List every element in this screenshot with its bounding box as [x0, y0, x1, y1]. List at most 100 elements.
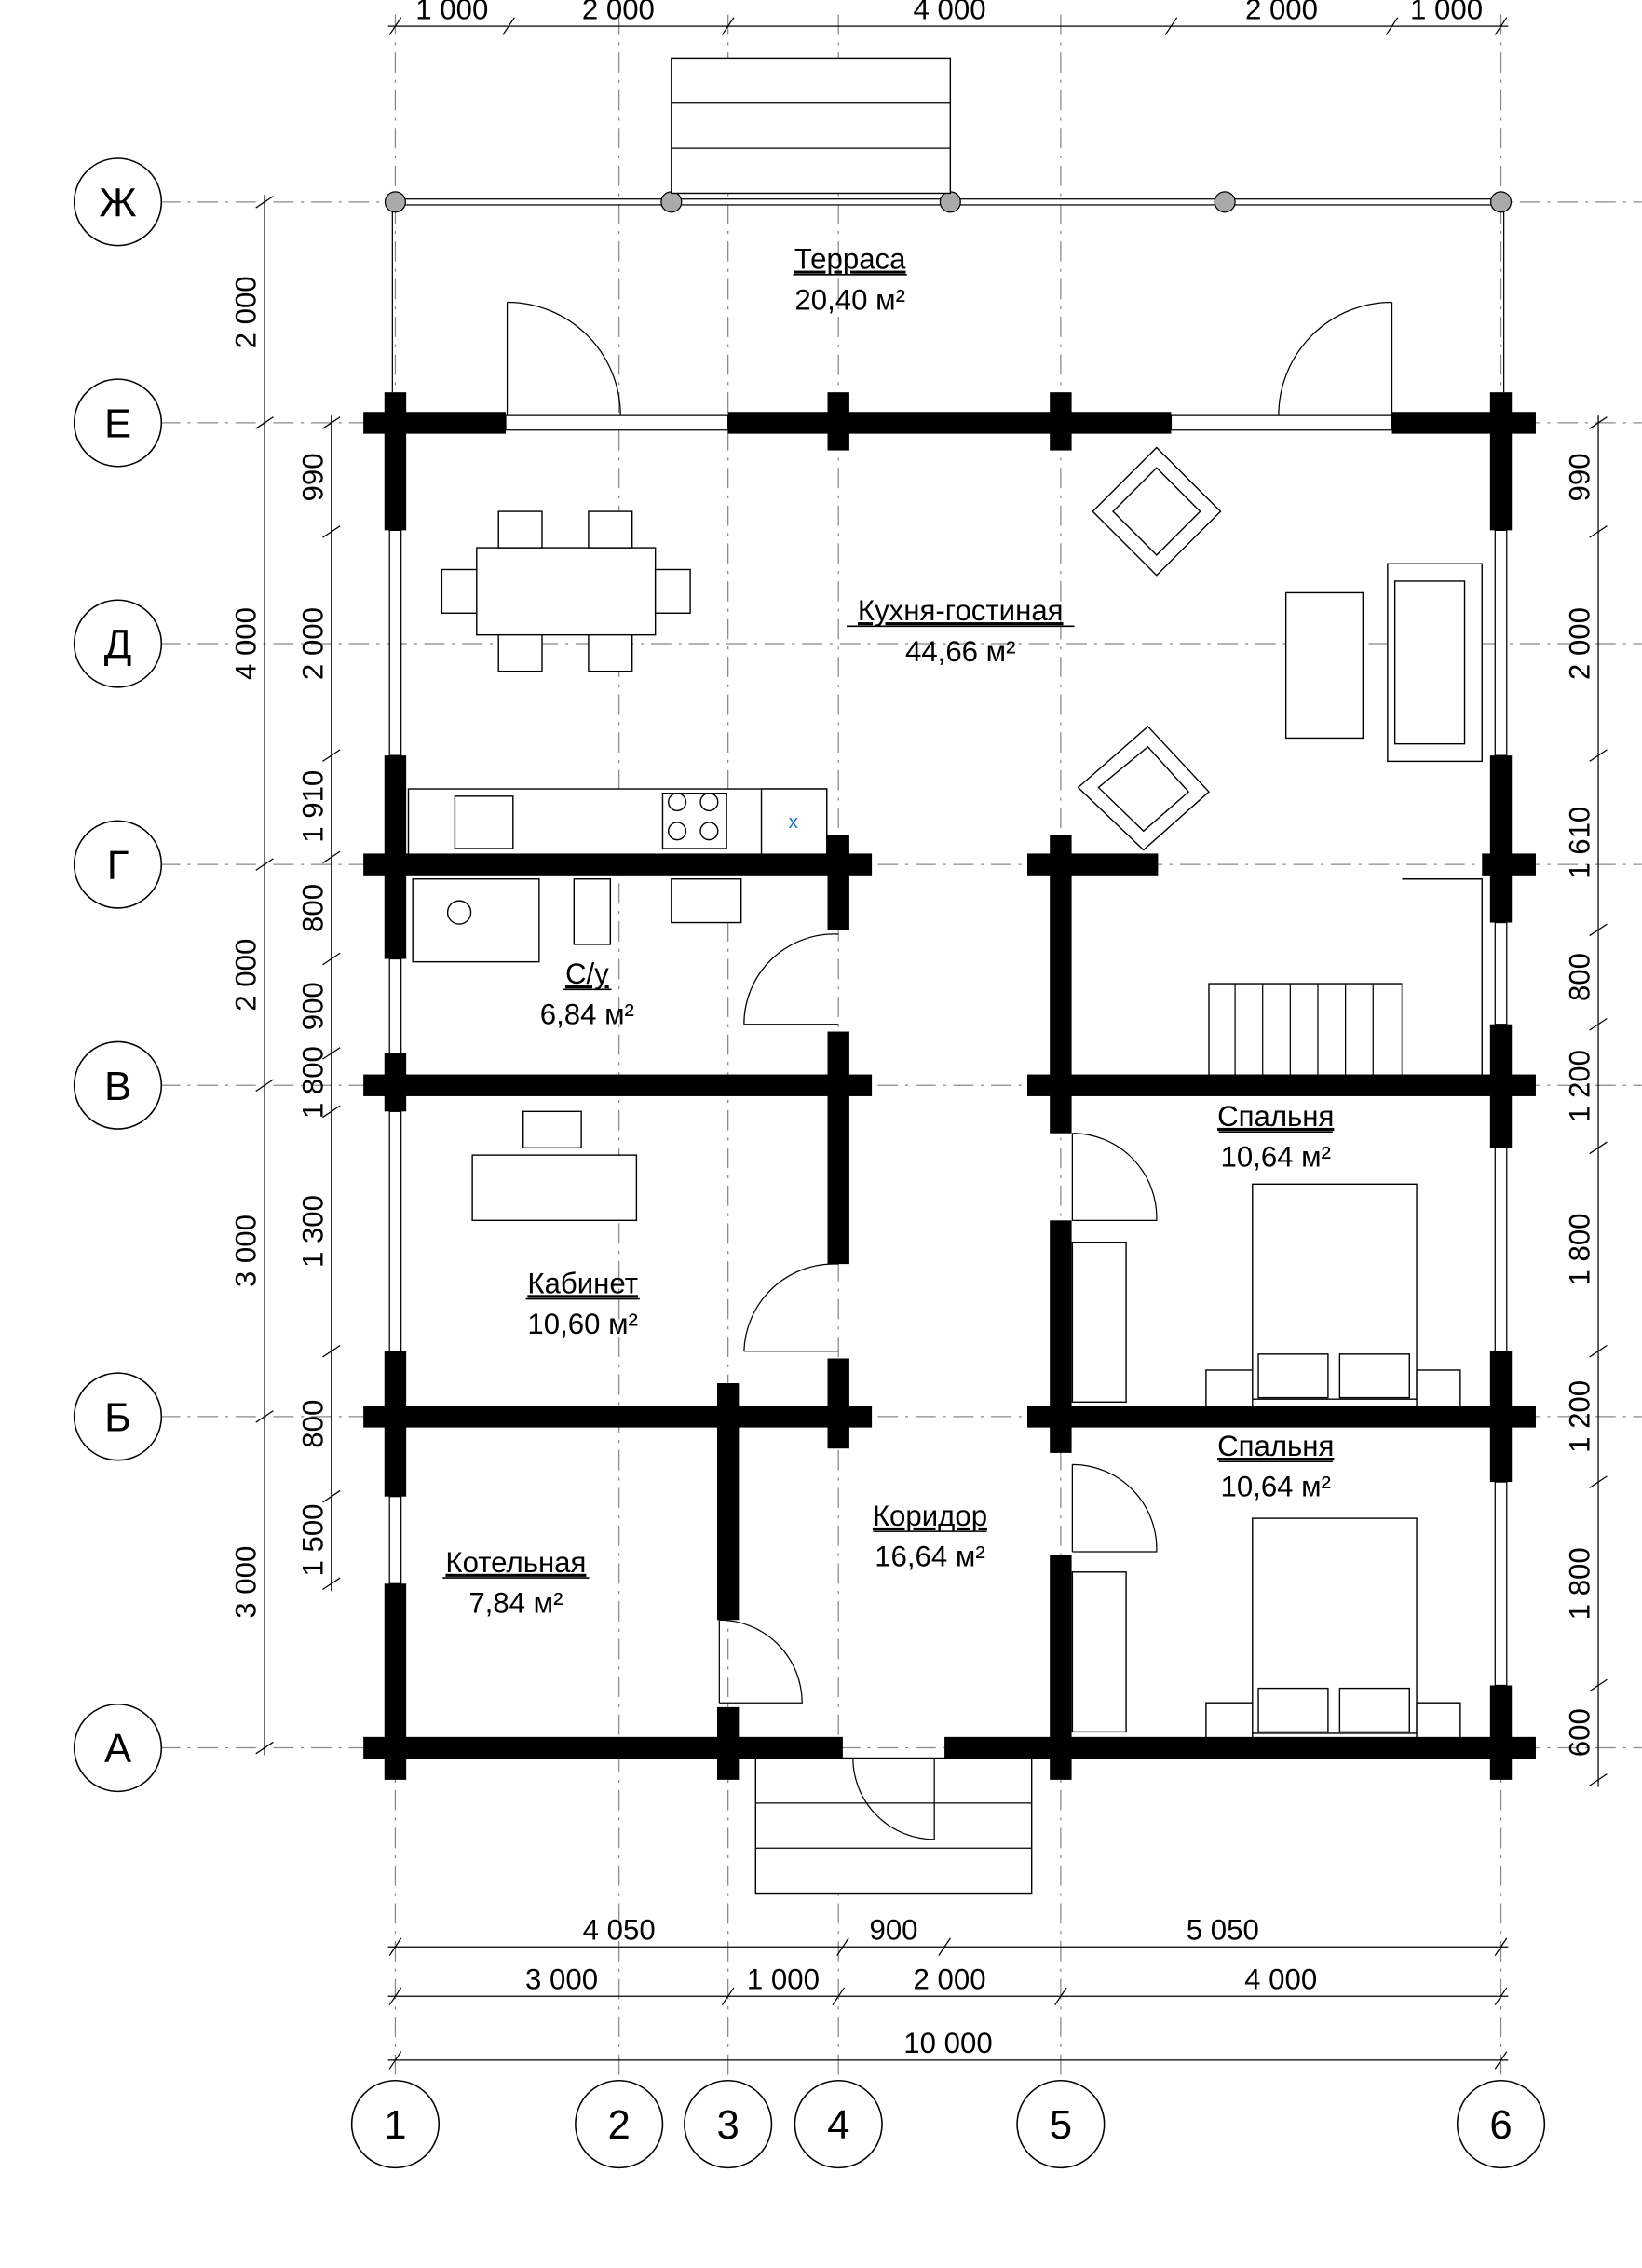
wall: [827, 835, 849, 930]
dim-tick: [255, 1079, 274, 1093]
axis-bubble-row: [73, 1372, 163, 1461]
wall: [384, 755, 407, 959]
dim-right: 1 200: [1564, 1050, 1596, 1122]
door: [1278, 301, 1393, 416]
dim-tick: [1589, 923, 1608, 937]
wall: [1391, 412, 1536, 434]
room-area: 16,64 м²: [875, 1541, 985, 1573]
axis-label-row: В: [104, 1064, 131, 1109]
window: [1494, 1481, 1508, 1687]
axis-bubble-col: [1016, 2079, 1106, 2169]
armchair: [1112, 467, 1201, 556]
dim-right: 990: [1564, 453, 1596, 501]
wall: [1489, 755, 1513, 923]
burner: [668, 822, 687, 841]
dim-bottom-1: 900: [869, 1913, 917, 1946]
room-name: Спальня: [1217, 1430, 1334, 1462]
door: [743, 933, 839, 1025]
dim-tick: [1589, 525, 1608, 538]
dim-right: 800: [1564, 953, 1596, 1001]
dim-tick: [388, 1937, 402, 1956]
wall: [727, 412, 1172, 434]
dim-tick: [721, 1987, 735, 2006]
dim-left-inner: 900: [296, 982, 329, 1030]
wall: [384, 1053, 407, 1112]
room-name: Спальня: [1217, 1100, 1334, 1133]
wall: [1050, 1220, 1072, 1453]
door: [1071, 1133, 1158, 1221]
dim-tick: [1589, 1678, 1608, 1692]
window: [1170, 414, 1393, 431]
axis-bubble-col: [684, 2079, 773, 2169]
dim-tick: [1494, 1987, 1508, 2006]
dim-tick: [322, 1489, 341, 1503]
dim-right: 2 000: [1564, 607, 1596, 680]
dim-tick: [255, 416, 274, 429]
axis-bubble-col: [575, 2079, 664, 2169]
axis-bubble-col: [350, 2079, 441, 2169]
wall: [363, 1074, 873, 1096]
room-area: 6,84 м²: [540, 998, 634, 1031]
window: [1494, 529, 1508, 756]
axis-bubble-row: [73, 157, 163, 247]
staircase: [1402, 878, 1483, 1077]
staircase: [1208, 983, 1404, 1077]
axis-label-col: 1: [384, 2102, 406, 2148]
nightstand: [1416, 1369, 1461, 1407]
wall: [1489, 1351, 1513, 1483]
dining-table: [476, 547, 657, 636]
dim-bottom-2: 3 000: [525, 1962, 598, 1995]
dim-tick: [322, 416, 341, 429]
dim-tick: [255, 858, 274, 871]
dim-tick: [255, 1410, 274, 1423]
nightstand: [1416, 1702, 1461, 1740]
room-name: Кухня-гостиная: [858, 594, 1064, 627]
desk: [471, 1154, 638, 1222]
room-area: 10,64 м²: [1220, 1141, 1331, 1174]
dim-tick: [1385, 17, 1399, 35]
room-area: 7,84 м²: [468, 1586, 563, 1619]
wall: [827, 1031, 849, 1265]
axis-label-col: 5: [1050, 2102, 1072, 2148]
wall: [1489, 1685, 1513, 1780]
axis-bubble-row: [73, 1040, 163, 1130]
chair: [497, 633, 543, 672]
dim-tick: [1494, 1937, 1508, 1956]
dim-right: 1 800: [1564, 1547, 1596, 1620]
axis-label-col: 4: [827, 2102, 849, 2148]
dim-left-inner: 800: [296, 1400, 329, 1448]
dim-right: 600: [1564, 1708, 1596, 1757]
axis-bubble-row: [73, 599, 163, 688]
window: [1494, 1147, 1508, 1352]
room-name: Котельная: [445, 1546, 586, 1579]
dim-top: 2 000: [1245, 0, 1318, 25]
wall: [827, 1358, 849, 1449]
terrace-steps: [671, 57, 952, 195]
door: [1071, 1463, 1158, 1553]
dim-tick: [1589, 1017, 1608, 1031]
axis-label-row: Ж: [99, 180, 136, 225]
axis-bubble-col: [794, 2079, 883, 2169]
dim-left-outer: 3 000: [230, 1215, 263, 1287]
wall: [363, 1736, 843, 1759]
dim-tick: [255, 1741, 274, 1755]
chair: [497, 510, 543, 549]
terrace-post: [1489, 191, 1513, 213]
nightstand: [1205, 1369, 1254, 1407]
dim-tick: [1589, 1344, 1608, 1358]
dim-tick: [322, 850, 341, 864]
axis-label-row: Д: [104, 622, 132, 668]
wall: [1050, 1555, 1072, 1780]
dim-top: 2 000: [582, 0, 655, 25]
chair: [588, 510, 633, 549]
dim-tick: [322, 1344, 341, 1358]
dim-left-outer: 2 000: [230, 939, 263, 1012]
axis-label-row: Б: [104, 1394, 131, 1440]
burner: [668, 793, 687, 812]
window: [388, 1110, 402, 1352]
pillow: [1257, 1353, 1329, 1399]
axis-label-col: 3: [717, 2102, 740, 2148]
room-name: Коридор: [873, 1500, 987, 1532]
sink-mark: x: [789, 812, 798, 833]
